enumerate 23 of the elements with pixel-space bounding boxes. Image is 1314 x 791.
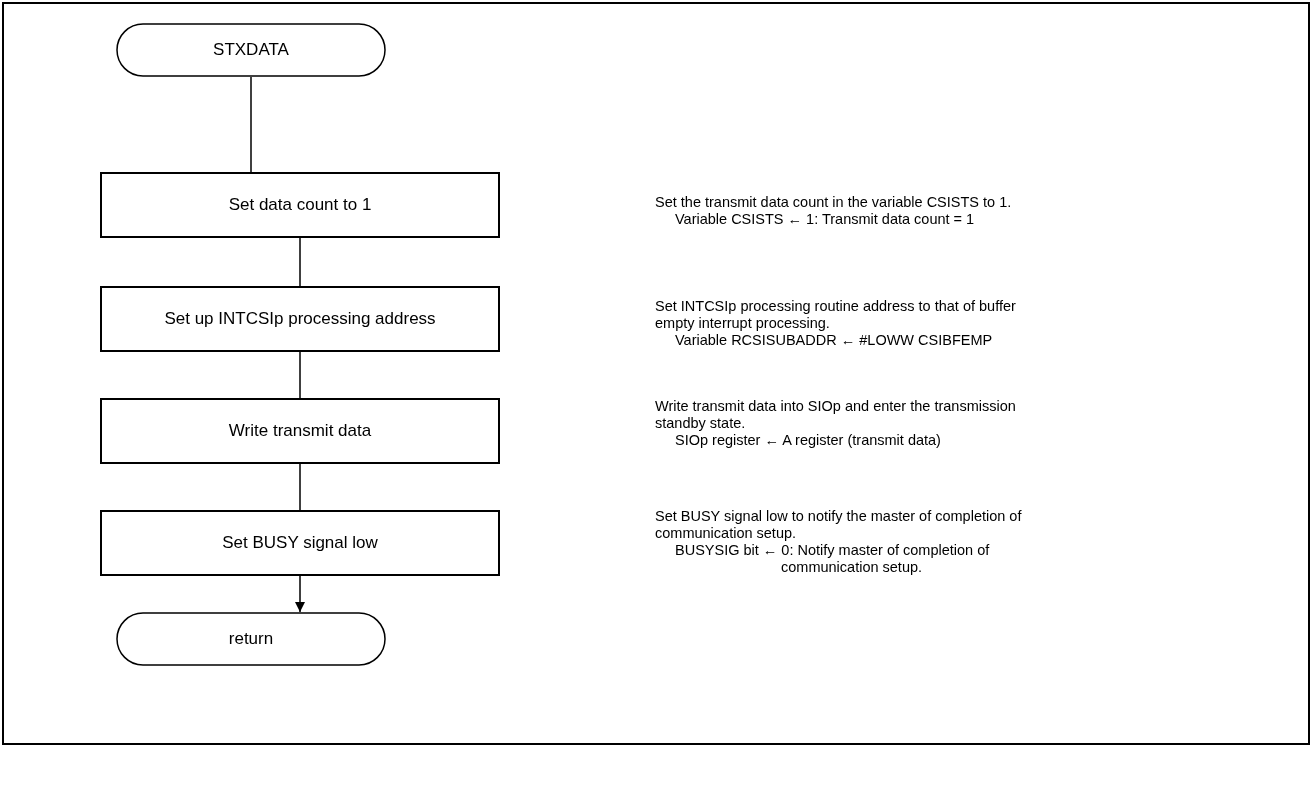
- step-text: Write transmit data: [228, 421, 372, 441]
- note-detail: Variable CSISTS ← 1: Transmit data count = 1: [675, 211, 976, 228]
- connector-line: [299, 463, 301, 511]
- note-detail: Variable RCSISUBADDR ← #LOWW CSIBFEMP: [675, 332, 994, 349]
- process-box: [100, 286, 500, 352]
- process-box: [100, 172, 500, 238]
- step-text: Set up INTCSIp processing address: [164, 309, 436, 329]
- process-box: [100, 510, 500, 576]
- step-text: return: [228, 629, 274, 649]
- note-text: Set BUSY signal low to notify the master of completion of communication setup.: [655, 508, 1023, 542]
- process-box: [100, 398, 500, 464]
- note-detail: SIOp register ← A register (transmit data): [675, 432, 942, 449]
- step-text: Set BUSY signal low: [222, 533, 378, 553]
- note-text: Set the transmit data count in the variable CSISTS to 1.: [655, 194, 1013, 211]
- note-detail: BUSYSIG bit ← 0: Notify master of completion of communication setup.: [675, 542, 991, 576]
- step-text: STXDATA: [213, 40, 289, 60]
- arrow: [295, 575, 305, 613]
- note-text: Write transmit data into SIOp and enter the transmission standby state.: [655, 398, 1017, 432]
- note-text: Set INTCSIp processing routine address to that of buffer empty interrupt processing.: [655, 298, 1017, 332]
- step-text: Set data count to 1: [228, 195, 372, 215]
- connector-line: [299, 351, 301, 399]
- connector-line: [250, 76, 252, 173]
- connector-line: [299, 237, 301, 287]
